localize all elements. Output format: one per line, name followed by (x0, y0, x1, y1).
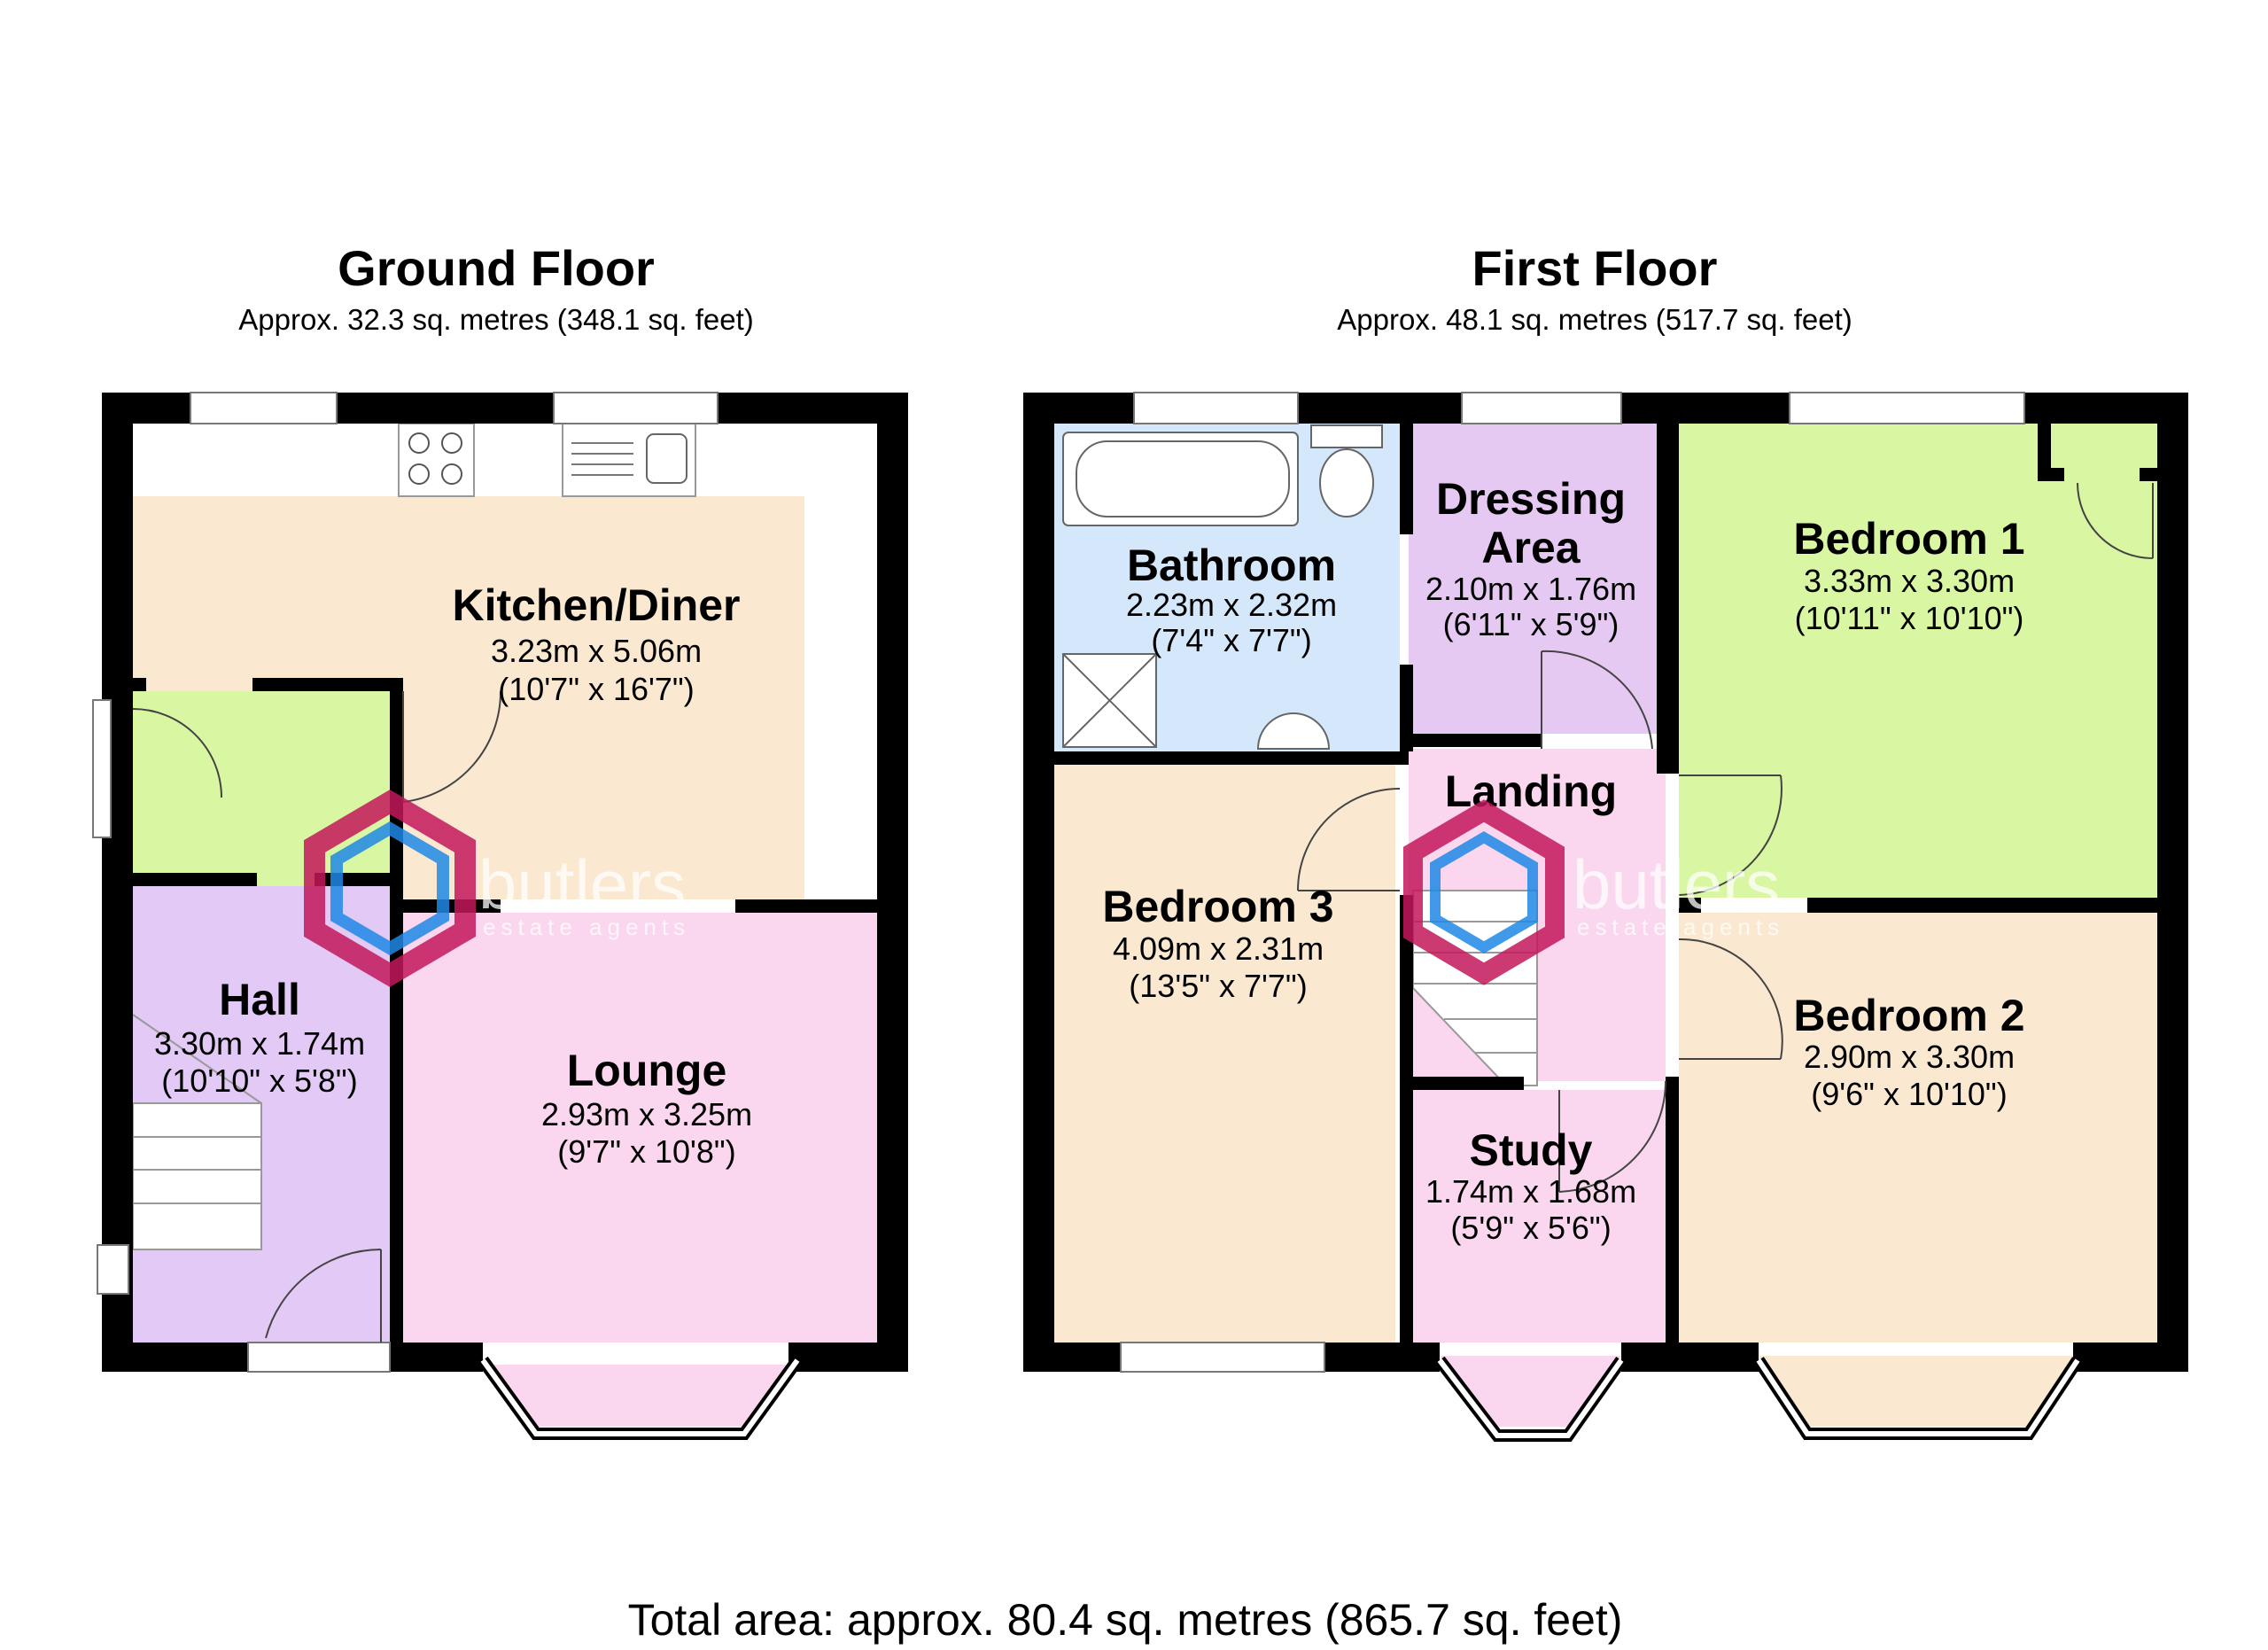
basin-icon (1256, 712, 1331, 750)
bedroom2-label: Bedroom 2 2.90m x 3.30m (9'6" x 10'10") (1793, 991, 2024, 1112)
watermark-brand: butlers (1573, 845, 1780, 923)
bedroom3-label: Bedroom 3 4.09m x 2.31m (13'5" x 7'7") (1102, 882, 1333, 1004)
watermark-logo-icon (1403, 799, 1565, 985)
kitchen-diner-label: Kitchen/Diner 3.23m x 5.06m (10'7" x 16'… (452, 580, 740, 707)
study-metric: 1.74m x 1.68m (1425, 1173, 1636, 1210)
watermark-first: butlers estate agents (1403, 799, 1784, 985)
watermark-brand: butlers (478, 845, 686, 923)
total-area: Total area: approx. 80.4 sq. metres (865… (628, 1595, 1623, 1645)
watermark-logo-icon (304, 790, 476, 987)
first-floor-title: First Floor (1472, 240, 1718, 296)
shower-icon (1062, 653, 1157, 748)
bedroom2-room (1679, 913, 2157, 1343)
bedroom2-name: Bedroom 2 (1793, 991, 2024, 1040)
study-label: Study 1.74m x 1.68m (5'9" x 5'6") (1425, 1125, 1636, 1246)
dressing-area-imperial: (6'11" x 5'9") (1443, 606, 1619, 642)
hall-name: Hall (219, 975, 300, 1024)
first-floor-doors (1297, 650, 1783, 1193)
ground-floor-doors (132, 690, 502, 1343)
hall-metric: 3.30m x 1.74m (154, 1025, 365, 1062)
lounge-metric: 2.93m x 3.25m (541, 1096, 752, 1132)
hall-label: Hall 3.30m x 1.74m (10'10" x 5'8") (154, 975, 365, 1099)
first-floor-area: Approx. 48.1 sq. metres (517.7 sq. feet) (1337, 303, 1852, 336)
dressing-area-metric: 2.10m x 1.76m (1425, 571, 1636, 607)
bedroom3-metric: 4.09m x 2.31m (1113, 930, 1324, 967)
bath-icon (1062, 432, 1299, 526)
bedroom1-closet (2077, 482, 2154, 559)
kitchen-diner-name: Kitchen/Diner (452, 580, 740, 630)
bedroom1-label: Bedroom 1 3.33m x 3.30m (10'11" x 10'10"… (1793, 514, 2024, 636)
lounge-bay (483, 1365, 788, 1427)
kitchen-diner-metric: 3.23m x 5.06m (491, 633, 702, 669)
bathroom-name: Bathroom (1127, 541, 1336, 590)
bedroom2-imperial: (9'6" x 10'10") (1811, 1076, 2007, 1112)
study-name: Study (1470, 1125, 1593, 1175)
study-bay (1440, 1356, 1621, 1427)
porch-room (115, 691, 390, 893)
lounge-room (403, 913, 877, 1343)
watermark-tagline: estate agents (483, 914, 690, 940)
dressing-area-room (1409, 424, 1666, 734)
bedroom1-name: Bedroom 1 (1793, 514, 2024, 564)
kitchen-side-white (804, 496, 877, 899)
lounge-imperial: (9'7" x 10'8") (557, 1133, 735, 1170)
study-imperial: (5'9" x 5'6") (1450, 1210, 1611, 1246)
hob-icon (398, 423, 475, 497)
kitchen-worktop (133, 424, 877, 496)
bedroom1-metric: 3.33m x 3.30m (1804, 563, 2015, 599)
dressing-area-label: Dressing Area 2.10m x 1.76m (6'11" x 5'9… (1425, 474, 1636, 642)
bedroom1-room (1679, 424, 2157, 898)
bedroom3-room (1054, 765, 1395, 1343)
hall-imperial: (10'10" x 5'8") (161, 1062, 357, 1099)
bedroom3-name: Bedroom 3 (1102, 882, 1333, 931)
first-floor-windows (1120, 392, 2025, 1373)
dressing-area-name-line1: Dressing (1436, 474, 1626, 524)
ground-floor-windows (92, 392, 718, 1373)
bedroom2-bay (1759, 1356, 2073, 1427)
bedroom3-imperial: (13'5" x 7'7") (1129, 968, 1307, 1004)
dressing-area-name-line2: Area (1481, 523, 1581, 572)
study-room (1409, 1090, 1666, 1343)
lounge-label: Lounge 2.93m x 3.25m (9'7" x 10'8") (541, 1046, 752, 1170)
bedroom1-imperial: (10'11" x 10'10") (1795, 600, 2024, 636)
lounge-name: Lounge (567, 1046, 727, 1095)
ground-floor-title: Ground Floor (338, 240, 655, 296)
bathroom-metric: 2.23m x 2.32m (1126, 587, 1337, 623)
bedroom2-metric: 2.90m x 3.30m (1804, 1039, 2015, 1075)
kitchen-diner-imperial: (10'7" x 16'7") (498, 671, 694, 707)
bathroom-imperial: (7'4" x 7'7") (1151, 622, 1311, 658)
watermark-tagline: estate agents (1577, 914, 1784, 940)
ground-floor: Ground Floor Approx. 32.3 sq. metres (34… (92, 240, 908, 1440)
ground-floor-area: Approx. 32.3 sq. metres (348.1 sq. feet) (238, 303, 753, 336)
first-floor: First Floor Approx. 48.1 sq. metres (517… (1023, 240, 2188, 1442)
bathroom-label: Bathroom 2.23m x 2.32m (7'4" x 7'7") (1126, 541, 1337, 658)
watermark-ground: butlers estate agents (304, 790, 690, 987)
sink-icon (562, 423, 696, 497)
toilet-icon (1310, 424, 1383, 518)
